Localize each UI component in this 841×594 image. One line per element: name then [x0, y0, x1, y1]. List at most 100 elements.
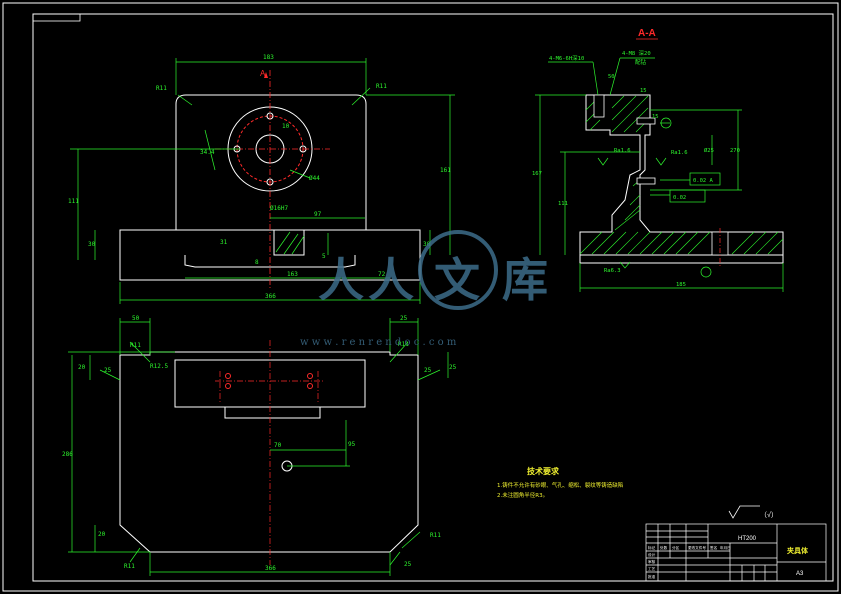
tolerance-frame-2: [669, 189, 706, 203]
tech-req-title: 技术要求: [527, 466, 560, 476]
tolerance-frame-1: [689, 172, 721, 186]
dim-height-mid: 111: [68, 198, 79, 205]
plan-dim-hole-y: 95: [348, 441, 356, 448]
dim-slot-off: 97: [314, 211, 322, 218]
dim-slot-w: Ø16H7: [270, 205, 288, 212]
plan-dim-offset: R12.5: [150, 363, 168, 370]
plan-dim-w-top-r: 25: [400, 315, 408, 322]
tb-label-design: 设计: [648, 552, 656, 557]
watermark-url: w w w . r e n r e n d o c . c o m: [300, 337, 457, 348]
inner-frame: [32, 13, 834, 582]
watermark: 人 人 文 库 w w w . r e n r e n d o c . c o …: [300, 230, 548, 348]
tb-label-change: 更改文件号: [688, 545, 706, 550]
roughness-3: Ra6.3: [604, 268, 621, 274]
section-marker-front: A: [260, 69, 266, 78]
dim-gap: 5: [322, 253, 326, 260]
side-mid-hole: [636, 117, 656, 125]
title-block: [645, 523, 827, 582]
side-top-hole: [593, 94, 605, 118]
front-slot: [273, 229, 305, 256]
plan-dim-right-top: 25: [449, 364, 457, 371]
tb-label-zone: 分区: [672, 545, 680, 550]
plan-dim-side-l: 25: [104, 367, 112, 374]
dim-bore: Ø44: [309, 175, 320, 182]
watermark-ring: [418, 230, 498, 310]
roughness-1: Ra1.6: [614, 148, 631, 154]
plan-dim-r-tl: R11: [130, 342, 141, 349]
side-dim-h-mid: 111: [558, 201, 568, 207]
corner-box: [32, 13, 81, 22]
plan-dim-right-small: 25: [404, 561, 412, 568]
plan-dim-r-tr: R11: [398, 341, 409, 348]
dim-small-h2: 30: [423, 241, 431, 248]
dim-small-h: 8: [255, 259, 259, 266]
plan-dim-side-r: 25: [424, 367, 432, 374]
callout-threads: 4-M6-6H深10: [549, 54, 584, 62]
roughness-2: Ra1.6: [671, 150, 688, 156]
dim-base-w: 366: [265, 293, 276, 300]
plan-screw: [225, 383, 231, 389]
section-label: A-A: [638, 28, 656, 39]
plan-outline: [119, 351, 419, 553]
plan-dim-left-small: 20: [98, 531, 106, 538]
side-dim-w-total: 185: [676, 282, 686, 288]
tb-part-name: 夹具体: [787, 546, 809, 555]
dim-r-right: R11: [376, 83, 387, 90]
plan-screw: [307, 373, 313, 379]
tb-label-process: 工艺: [648, 566, 656, 571]
dim-pitch: 34.4: [200, 149, 215, 156]
tb-label-date: 年月日: [720, 545, 731, 550]
dim-small-w: 10: [282, 123, 290, 130]
side-base-strip: [579, 254, 784, 264]
tb-material: HT200: [738, 536, 757, 542]
dim-height-total: 161: [440, 167, 451, 174]
tolerance-2: 0.02: [673, 195, 686, 201]
svg-text:（√）: （√）: [760, 511, 778, 519]
plan-dim-hole-x: 70: [274, 442, 282, 449]
tech-req-item-2: 2.未注圆角半径R3。: [497, 491, 548, 499]
tb-label-mark: 标记: [648, 545, 656, 550]
callout-50: 50: [608, 74, 615, 80]
roughness-note: （√）: [728, 505, 778, 519]
plan-dim-bottom-w: 366: [265, 565, 276, 572]
dim-top-width: 183: [263, 54, 274, 61]
side-hatch: [579, 95, 784, 255]
watermark-char-4: 库: [502, 253, 548, 307]
watermark-char-1: 人: [318, 253, 364, 307]
datum-a-circle: [660, 117, 672, 129]
watermark-char-2: 人: [368, 253, 414, 307]
side-dim-d2: 270: [730, 148, 740, 154]
watermark-char-3: 文: [434, 253, 480, 307]
side-dim-h-total: 167: [532, 171, 542, 177]
tolerance-1: 0.02 A: [693, 178, 714, 184]
tech-req-item-1: 1.铸件不允许有砂眼、气孔、缩松、裂纹等铸造缺陷: [497, 481, 623, 489]
tb-label-approve: 批准: [648, 574, 656, 579]
callout-drill: 配钻: [635, 58, 647, 66]
section-arrow: [264, 72, 268, 78]
front-upright: [175, 94, 367, 231]
side-dim-d1: Ø25: [704, 147, 714, 154]
callout-bolts: 4-M8 深20: [622, 49, 651, 57]
side-dim-d3: 15: [652, 114, 659, 120]
side-view: [579, 94, 784, 264]
tb-label-review: 审核: [648, 559, 656, 564]
dim-inner-w: 163: [287, 271, 298, 278]
dim-step: 31: [220, 239, 228, 246]
plan-dim-corner-bl: R11: [124, 563, 135, 570]
plan-screw: [225, 373, 231, 379]
side-low-hole: [636, 177, 656, 185]
plan-step: [224, 407, 321, 419]
tb-sheet-size: A3: [796, 571, 804, 577]
side-outline: [579, 94, 784, 256]
front-base-slot: [184, 255, 356, 268]
dim-base-h: 30: [88, 241, 96, 248]
dim-offset-r: 72: [378, 271, 386, 278]
plan-dim-height: 286: [62, 451, 73, 458]
tb-label-count: 处数: [660, 545, 668, 550]
tb-label-sign: 签名: [710, 545, 718, 550]
plan-screw: [307, 383, 313, 389]
dim-r-left: R11: [156, 85, 167, 92]
